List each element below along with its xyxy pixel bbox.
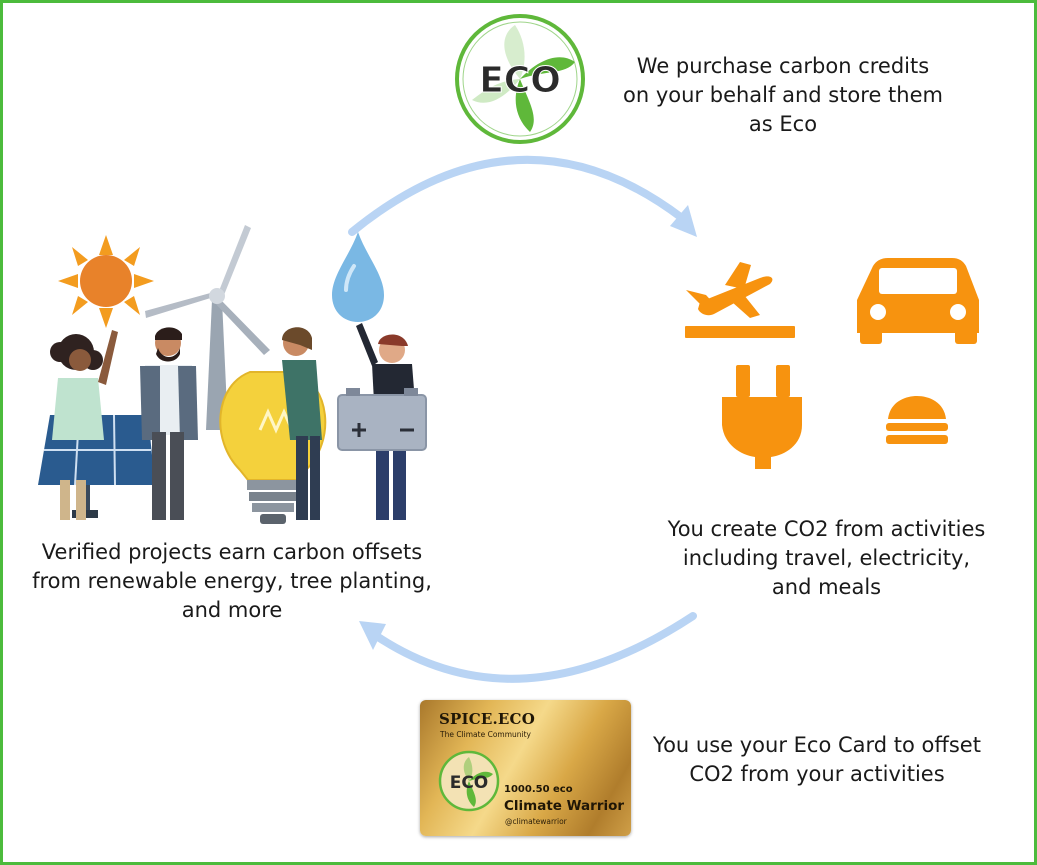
caption-line: You create CO2 from activities (667, 517, 986, 541)
card-rank: Climate Warrior (504, 798, 625, 814)
caption-verified-projects: Verified projects earn carbon offsets fr… (8, 538, 456, 625)
wind-turbine-icon (145, 225, 270, 430)
person-figure (50, 330, 118, 520)
card-brand: SPICE.ECO (439, 710, 535, 728)
card-handle: @climatewarrior (505, 817, 567, 826)
caption-eco-card: You use your Eco Card to offset CO2 from… (632, 731, 1002, 789)
caption-line: You use your Eco Card to offset (653, 733, 981, 757)
card-balance: 1000.50 eco (504, 784, 573, 795)
water-drop-icon (332, 232, 384, 322)
svg-text:ECO: ECO (479, 60, 561, 101)
battery-icon (337, 388, 427, 451)
card-eco-logo-icon: ECO (438, 750, 500, 812)
caption-line: CO2 from your activities (689, 762, 945, 786)
eco-logo: ECO (455, 14, 585, 144)
person-figure (282, 327, 322, 520)
caption-line: and more (181, 598, 283, 622)
burger-icon (886, 396, 948, 444)
caption-line: as Eco (748, 112, 818, 136)
caption-line: from renewable energy, tree planting, (32, 569, 432, 593)
eco-card: SPICE.ECO The Climate Community ECO 1000… (420, 700, 631, 836)
sun-icon (58, 235, 154, 328)
caption-line: and meals (771, 575, 882, 599)
svg-text:ECO: ECO (450, 773, 489, 793)
car-icon (857, 258, 979, 344)
caption-purchase-credits: We purchase carbon credits on your behal… (598, 52, 968, 139)
caption-create-co2: You create CO2 from activities including… (640, 515, 1013, 602)
plane-icon (685, 262, 795, 338)
cycle-arrow-bottom (359, 612, 697, 683)
card-tagline: The Climate Community (440, 730, 531, 739)
renewable-energy-illustration (38, 225, 427, 524)
caption-line: We purchase carbon credits (636, 54, 930, 78)
plug-icon (722, 365, 802, 469)
cycle-arrow-top (348, 155, 697, 237)
caption-line: including travel, electricity, (682, 546, 971, 570)
person-figure (140, 327, 198, 520)
caption-line: on your behalf and store them (623, 83, 943, 107)
caption-line: Verified projects earn carbon offsets (41, 540, 423, 564)
